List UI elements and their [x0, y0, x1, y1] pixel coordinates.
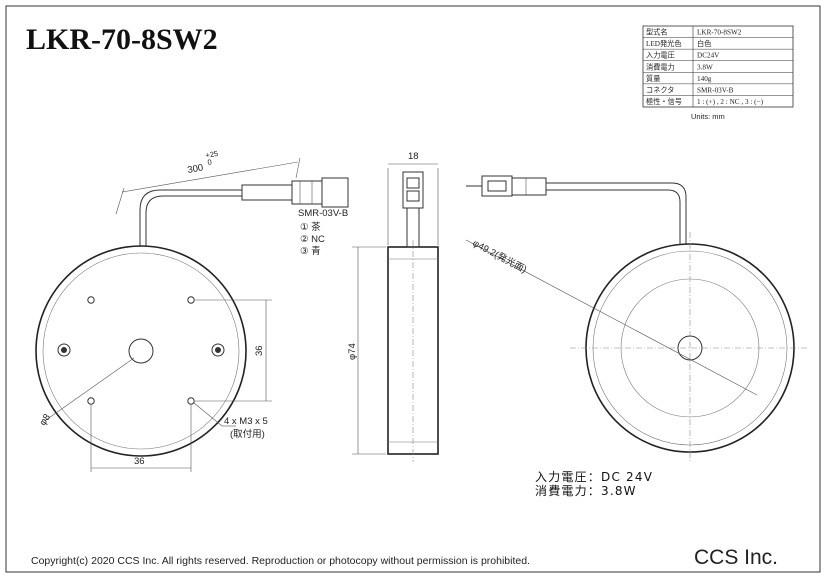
spec-value: 白色	[697, 39, 711, 48]
side-view: 18 φ74	[347, 151, 439, 462]
hole-spacing-horizontal: 36	[134, 456, 145, 467]
smr-connector	[291, 180, 323, 205]
outer-diameter: φ74	[347, 343, 358, 360]
spec-value: SMR-03V-B	[697, 86, 734, 94]
spec-label: LED発光色	[646, 39, 682, 48]
pin-2: ② NC	[300, 234, 325, 245]
connector-label: SMR-03V-B	[298, 208, 348, 219]
center-hole-dim: φ8	[37, 412, 53, 428]
screw-left	[57, 343, 71, 357]
hole-spacing-vertical: 36	[254, 345, 265, 356]
emit-cable	[546, 182, 687, 245]
mount-hole-note: (取付用)	[230, 429, 265, 440]
model-title: LKR-70-8SW2	[26, 23, 218, 56]
outer-ring	[35, 245, 247, 457]
mount-hole-br	[187, 397, 195, 405]
center-hole	[128, 338, 154, 364]
spec-value: LKR-70-8SW2	[697, 29, 742, 37]
spec-value: 3.8W	[697, 63, 713, 71]
drawing-border	[5, 5, 821, 573]
power-note: 消費電力：3.8W	[535, 483, 637, 498]
spec-label: コネクタ	[646, 85, 674, 94]
side-connector	[402, 171, 424, 209]
copyright-text: Copyright(c) 2020 CCS Inc. All rights re…	[31, 555, 530, 567]
spec-label: 極性・信号	[646, 97, 682, 106]
pin-1: ① 茶	[300, 221, 321, 233]
company-name: CCS Inc.	[694, 546, 778, 569]
cable-tol-minus: 0	[207, 157, 213, 167]
cable-length: 300	[187, 162, 205, 176]
inner-ring	[42, 252, 240, 450]
cable-tol-plus: +25	[205, 149, 219, 160]
pin-3: ③ 青	[300, 245, 321, 257]
spec-label: 型式名	[646, 28, 668, 37]
emit-connector	[481, 175, 513, 197]
cable-connector-body	[241, 184, 293, 201]
spec-label: 質量	[646, 74, 660, 83]
spec-value: 140g	[697, 75, 712, 83]
spec-label: 入力電圧	[646, 51, 675, 60]
screw-right	[211, 343, 225, 357]
mount-hole-spec: 4 x M3 x 5	[224, 416, 268, 427]
voltage-note: 入力電圧：DC 24V	[535, 470, 653, 484]
mount-hole-tl	[87, 296, 95, 304]
mount-hole-tr	[187, 296, 195, 304]
emitting-view: φ49.2(発光面)	[465, 175, 808, 462]
spec-value: 1 : (+) , 2 : NC , 3 : (−)	[697, 98, 764, 106]
front-view: φ8 36 36 4 x M3 x 5 (取付用) 300 +25 0 SMR-…	[35, 149, 349, 472]
mount-hole-bl	[87, 397, 95, 405]
units-label: Units: mm	[691, 112, 725, 121]
spec-label: 消費電力	[646, 62, 675, 71]
spec-value: DC24V	[697, 52, 720, 60]
connector-housing	[321, 177, 349, 208]
cable	[139, 189, 242, 247]
emitting-diameter: φ49.2(発光面)	[471, 237, 529, 276]
thickness-dim: 18	[408, 151, 419, 162]
